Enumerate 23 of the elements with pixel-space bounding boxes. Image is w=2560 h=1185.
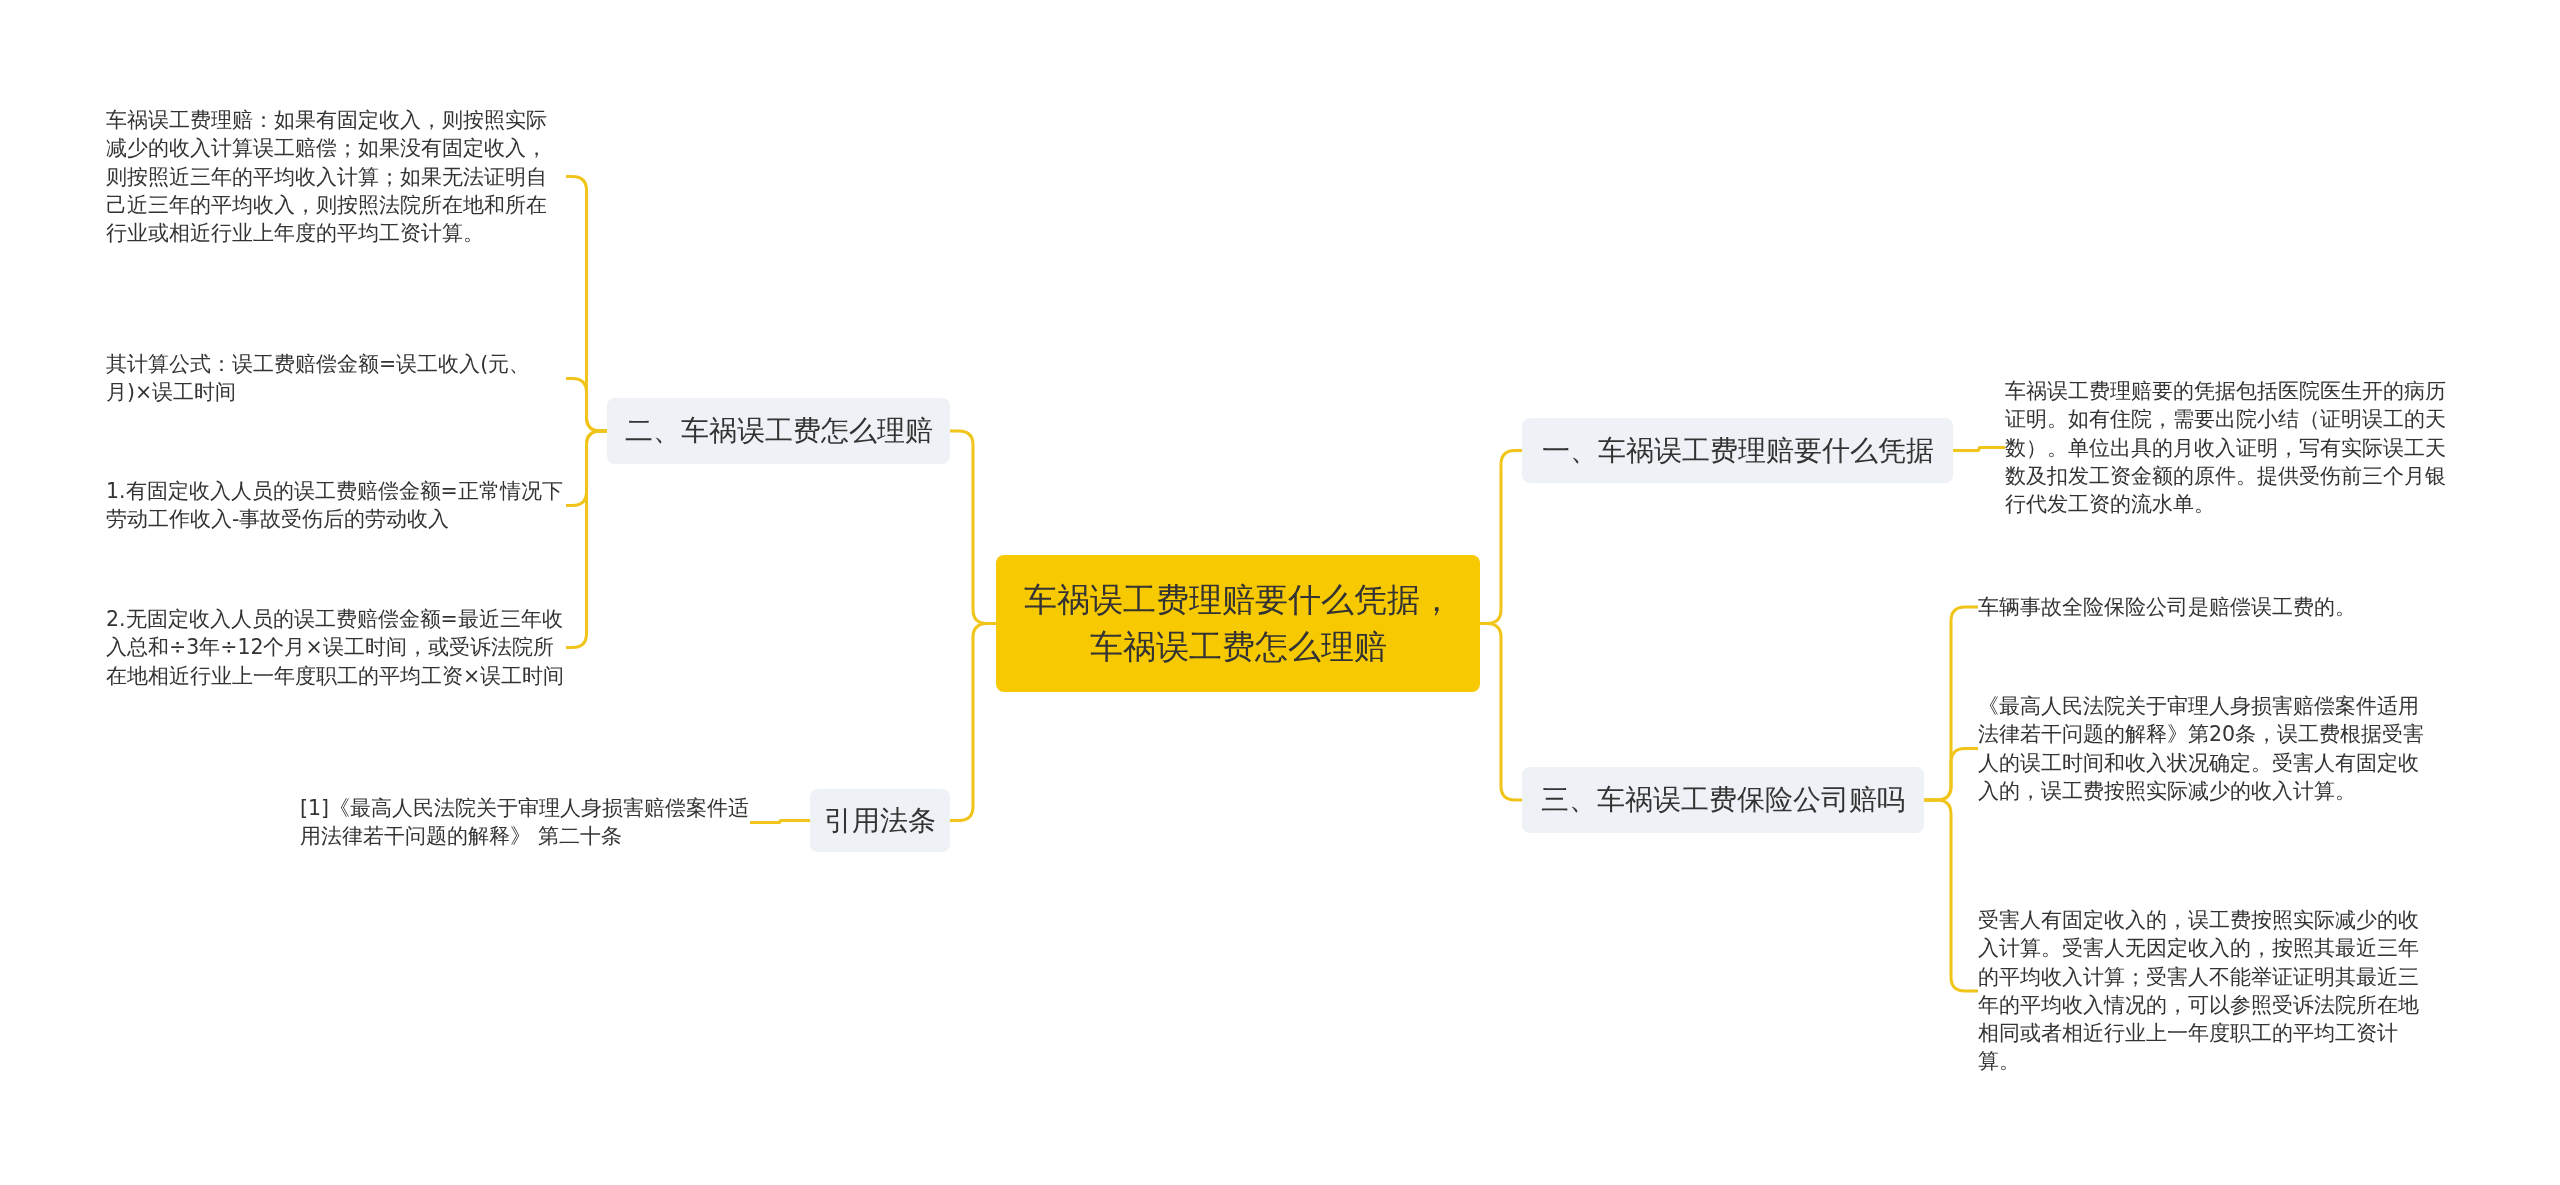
note-text: 车祸误工费理赔：如果有固定收入，则按照实际减少的收入计算误工赔偿；如果没有固定收入，则按照近三年的平均收入计算；如果无法证明自己近三年的平均收入，则按照法院所在地和所在行业或相近行业上年度的平均工资计算。 — [106, 106, 566, 248]
note-text: [1]《最高人民法院关于审理人身损害赔偿案件适用法律若干问题的解释》 第二十条 — [300, 794, 750, 851]
topic-box — [607, 398, 950, 464]
note-text: 车辆事故全险保险公司是赔偿误工费的。 — [1978, 593, 2438, 622]
note-text: 2.无固定收入人员的误工费赔偿金额=最近三年收入总和÷3年÷12个月×误工时间，或受诉法院所在地相近行业上一年度职工的平均工资×误工时间 — [106, 605, 566, 690]
connector-line — [750, 819, 810, 824]
note-text: 其计算公式：误工费赔偿金额=误工收入(元、月)×误工时间 — [106, 350, 566, 407]
note-text: 车祸误工费理赔要的凭据包括医院医生开的病历证明。如有住院，需要出院小结（证明误工的天数）。单位出具的月收入证明，写有实际误工天数及扣发工资金额的原件。提供受伤前三个月银行代发工资的流水单。 — [2005, 377, 2465, 519]
connector-line — [950, 622, 996, 822]
topic-box — [1522, 767, 1924, 833]
topic-text: 二、车祸误工费怎么理赔 — [624, 413, 933, 449]
connector-line — [1953, 446, 2005, 452]
connector-line — [1480, 622, 1522, 802]
note-text: 《最高人民法院关于审理人身损害赔偿案件适用法律若干问题的解释》第20条，误工费根据受害人的误工时间和收入状况确定。受害人有固定收入的，误工费按照实际减少的收入计算。 — [1978, 692, 2438, 806]
topic-text: 三、车祸误工费保险公司赔吗 — [1541, 782, 1905, 818]
note-text: 1.有固定收入人员的误工费赔偿金额=正常情况下劳动工作收入-事故受伤后的劳动收入 — [106, 477, 566, 534]
note-text: 受害人有固定收入的，误工费按照实际减少的收入计算。受害人无因定收入的，按照其最近三年的平均收入计算；受害人不能举证证明其最近三年的平均收入情况的，可以参照受诉法院所在地相同或者相近行业上一年度职工的平均工资计算。 — [1978, 906, 2438, 1076]
topic-text: 一、车祸误工费理赔要什么凭据 — [1541, 432, 1934, 469]
topic-text: 引用法条 — [824, 802, 936, 839]
topic-box — [1522, 418, 1953, 483]
topic-box — [810, 789, 950, 852]
central-topic-box — [996, 555, 1480, 692]
central-topic-text: 车祸误工费理赔要什么凭据，车祸误工费怎么理赔 — [1022, 579, 1454, 668]
